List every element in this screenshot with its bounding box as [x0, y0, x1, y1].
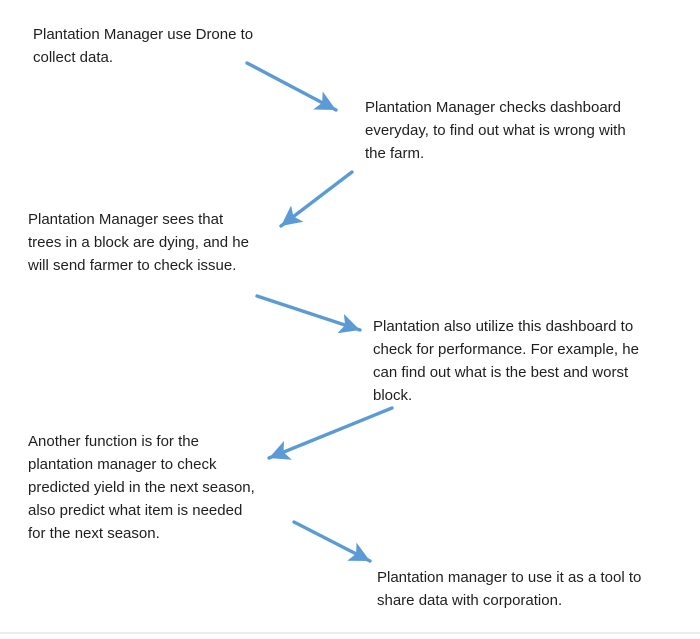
step-3-text: Plantation Manager sees that trees in a …	[28, 211, 249, 274]
arrow-step1-to-step2	[245, 61, 338, 112]
step-6-text: Plantation manager to use it as a tool t…	[377, 569, 642, 609]
step-5-text: Another function is for the plantation m…	[28, 433, 255, 542]
step-4-text: Plantation also utilize this dashboard t…	[373, 318, 639, 404]
arrow-step5-to-step6	[292, 520, 372, 563]
step-1-text: Plantation Manager use Drone to collect …	[33, 26, 254, 66]
arrow-step2-to-step3	[279, 170, 354, 228]
arrow-step3-to-step4	[255, 294, 362, 334]
step-2-text: Plantation Manager checks dashboard ever…	[365, 99, 626, 162]
bottom-divider	[0, 632, 700, 634]
